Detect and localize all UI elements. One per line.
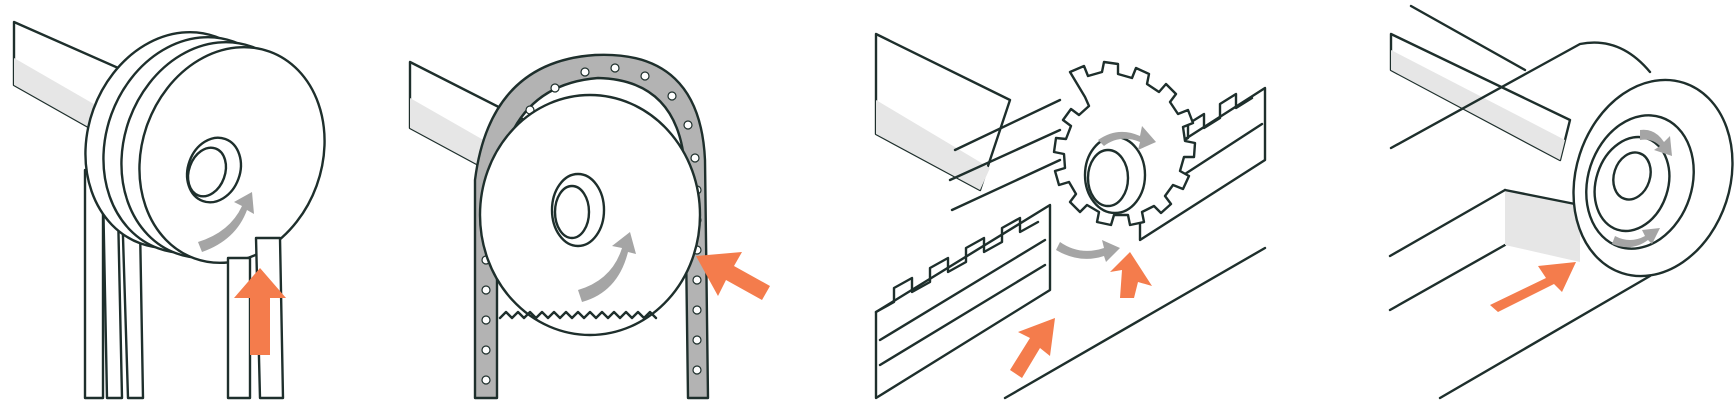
v-belt-pulley-illustration bbox=[12, 20, 326, 400]
belt-top-surface bbox=[1409, 4, 1527, 72]
belt-strand-right bbox=[226, 256, 252, 400]
sprocket-teeth bbox=[498, 310, 658, 320]
rotation-arrow-icon bbox=[1098, 126, 1156, 150]
flat-belt-roller-illustration bbox=[1388, 4, 1734, 400]
sprocket-hub bbox=[550, 172, 606, 248]
force-arrow-icon bbox=[234, 268, 286, 355]
force-arrow-icon bbox=[1490, 262, 1576, 312]
roller-hub bbox=[1612, 151, 1652, 201]
rotation-arrow-icon bbox=[578, 232, 636, 302]
rotation-arrow-icon bbox=[198, 192, 254, 252]
force-arrow-icon bbox=[1110, 252, 1152, 298]
rotation-arrow-icon bbox=[1612, 228, 1660, 248]
pulley-hub bbox=[185, 136, 243, 204]
chain-sprocket-illustration bbox=[408, 53, 770, 400]
rack-lower bbox=[874, 203, 1052, 400]
base-line bbox=[1003, 246, 1267, 400]
rotation-arrow-icon bbox=[1056, 240, 1120, 262]
rack-and-pinion-illustration bbox=[874, 32, 1267, 400]
rotation-arrow-icon bbox=[1640, 129, 1672, 156]
force-arrow-icon bbox=[1010, 318, 1055, 378]
pinion-hub bbox=[1083, 135, 1147, 215]
force-arrow-icon bbox=[696, 252, 770, 300]
chain-loop bbox=[473, 53, 710, 400]
